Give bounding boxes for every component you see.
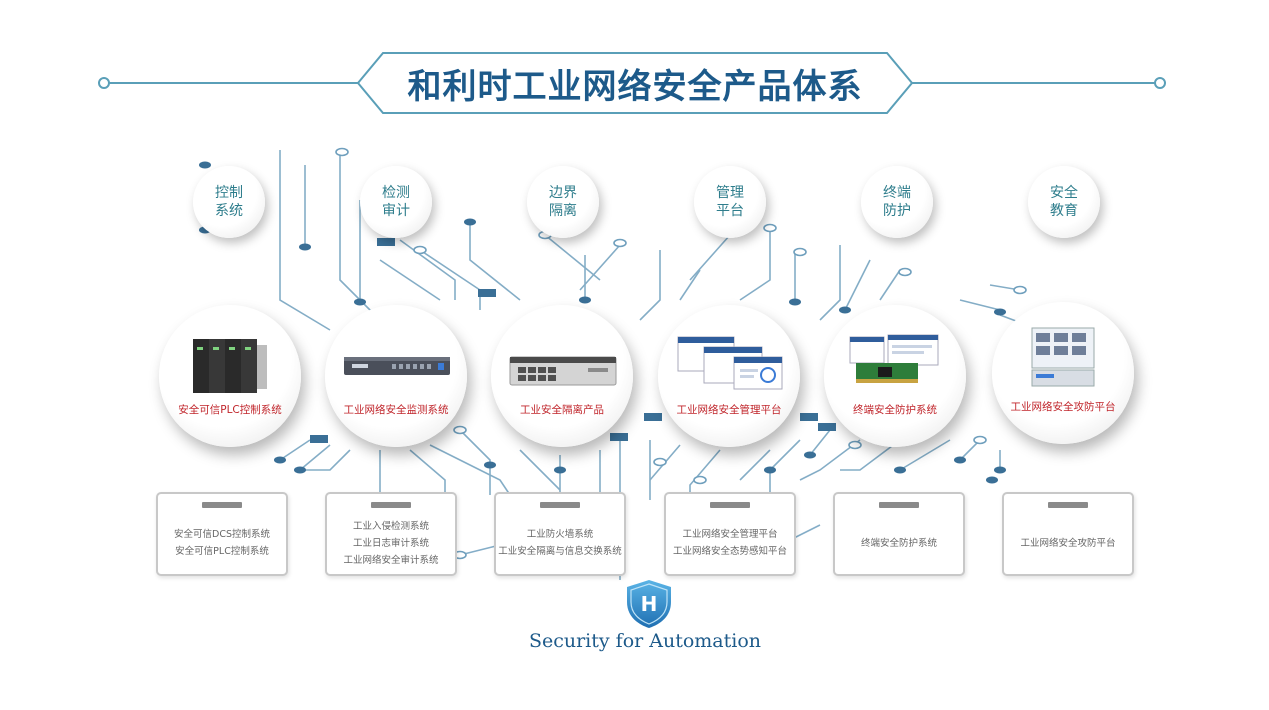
network-appliance-image — [344, 357, 450, 375]
list-item: 安全可信DCS控制系统 — [174, 529, 270, 540]
category-endpoint-protection: 终端防护 — [861, 166, 933, 238]
list-item: 工业网络安全审计系统 — [343, 554, 439, 566]
category-management-platform: 管理平台 — [694, 166, 766, 238]
list-item: 工业网络安全攻防平台 — [1020, 537, 1116, 549]
title-frame — [357, 52, 913, 114]
title-line-left — [106, 82, 358, 84]
category-control-system: 控制系统 — [193, 166, 265, 238]
title-dot-left — [98, 77, 110, 89]
category-security-education: 安全教育 — [1028, 166, 1100, 238]
product-attack-defense-platform: 工业网络安全攻防平台 — [992, 302, 1134, 444]
list-item: 工业网络安全管理平台 — [682, 529, 778, 540]
product-label: 工业网络安全管理平台 — [676, 404, 782, 416]
box-tab — [710, 502, 750, 508]
product-label: 工业安全隔离产品 — [520, 404, 604, 416]
list-item: 工业安全隔离与信息交换系统 — [498, 546, 622, 557]
list-item: 终端安全防护系统 — [860, 537, 937, 549]
product-label: 工业网络安全攻防平台 — [1010, 401, 1116, 413]
title-banner: 和利时工业网络安全产品体系 — [357, 52, 913, 114]
box-tab — [202, 502, 242, 508]
category-label: 终端防护 — [883, 185, 911, 219]
title-line-right — [912, 82, 1158, 84]
product-list-management-platform: 工业网络安全管理平台 工业网络安全态势感知平台 — [664, 492, 796, 576]
page-title: 和利时工业网络安全产品体系 — [407, 66, 863, 107]
category-detection-audit: 检测审计 — [360, 166, 432, 238]
product-list-control-system: 安全可信DCS控制系统 安全可信PLC控制系统 — [156, 492, 288, 576]
product-endpoint-protection: 终端安全防护系统 — [824, 305, 966, 447]
product-network-monitoring-system: 工业网络安全监测系统 — [325, 305, 467, 447]
list-item: 工业入侵检测系统 — [352, 520, 429, 532]
list-item: 工业防火墙系统 — [526, 529, 594, 540]
logo-letter: H — [641, 592, 658, 616]
box-tab — [540, 502, 580, 508]
product-industrial-isolation: 工业安全隔离产品 — [491, 305, 633, 447]
product-list-security-education: 工业网络安全攻防平台 — [1002, 492, 1134, 576]
category-label: 边界隔离 — [549, 185, 577, 219]
box-tab — [371, 502, 411, 508]
hollysys-shield-icon: H — [627, 580, 671, 628]
plc-rack-image — [193, 339, 267, 393]
product-label: 终端安全防护系统 — [853, 404, 937, 416]
box-tab — [1048, 502, 1088, 508]
category-label: 安全教育 — [1050, 185, 1078, 219]
list-item: 工业网络安全态势感知平台 — [672, 546, 787, 557]
list-item: 工业日志审计系统 — [352, 537, 429, 549]
product-list-endpoint-protection: 终端安全防护系统 — [833, 492, 965, 576]
product-label: 工业网络安全监测系统 — [343, 404, 449, 416]
management-screens-image — [677, 336, 783, 390]
box-tab — [879, 502, 919, 508]
product-label: 安全可信PLC控制系统 — [178, 404, 282, 416]
slogan: Security for Automation — [528, 630, 762, 652]
category-label: 管理平台 — [716, 185, 744, 219]
product-management-platform: 工业网络安全管理平台 — [658, 305, 800, 447]
product-list-boundary-isolation: 工业防火墙系统 工业安全隔离与信息交换系统 — [494, 492, 626, 576]
range-console-image — [1031, 327, 1095, 387]
list-item: 安全可信PLC控制系统 — [175, 546, 269, 557]
category-label: 检测审计 — [382, 185, 410, 219]
switch-appliance-image — [509, 356, 617, 386]
product-plc-control-system: 安全可信PLC控制系统 — [159, 305, 301, 447]
product-list-detection-audit: 工业入侵检测系统 工业日志审计系统 工业网络安全审计系统 — [325, 492, 457, 576]
pci-card-software-image — [849, 334, 939, 383]
category-boundary-isolation: 边界隔离 — [527, 166, 599, 238]
category-label: 控制系统 — [215, 185, 243, 219]
title-dot-right — [1154, 77, 1166, 89]
